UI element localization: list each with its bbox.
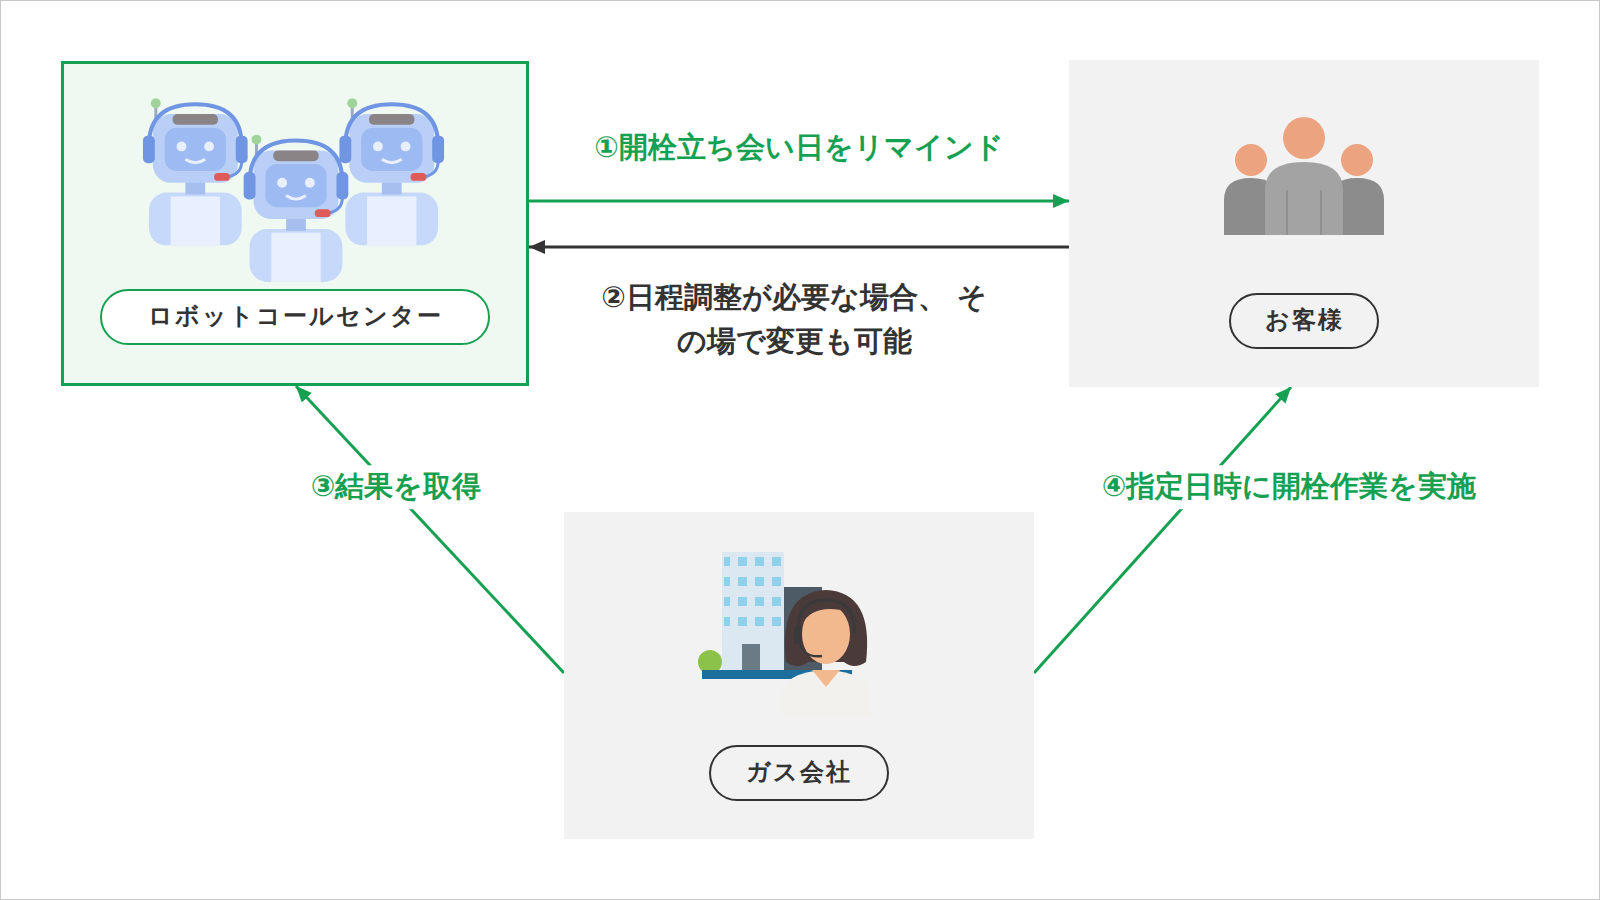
- step-label: ④指定日時に開栓作業を実施: [1096, 465, 1483, 509]
- flow-arrow: [529, 200, 1069, 203]
- node-label: ガス会社: [709, 745, 889, 801]
- node-label: お客様: [1229, 293, 1379, 349]
- call-center-box: ロボットコールセンター: [61, 61, 529, 386]
- flow-arrow: [1034, 387, 1291, 673]
- customer-box: お客様: [1069, 60, 1539, 387]
- step-label: ①開栓立ち会い日をリマインド: [588, 126, 1010, 170]
- step-label: ③結果を取得: [305, 465, 488, 509]
- flow-arrow: [296, 386, 564, 673]
- step-label: ②日程調整が必要な場合、 その場で変更も可能: [593, 276, 995, 363]
- flow-arrow: [529, 246, 1069, 249]
- gas-company-box: ガス会社: [564, 512, 1034, 839]
- node-label: ロボットコールセンター: [100, 289, 490, 345]
